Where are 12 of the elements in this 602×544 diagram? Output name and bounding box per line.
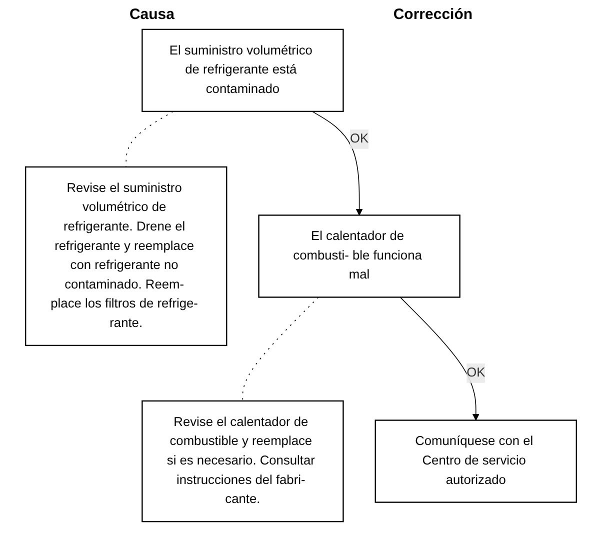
arrow [312, 111, 363, 216]
node-box: El calentador de combusti- ble funciona mal [258, 214, 460, 298]
column-heading: Causa [129, 6, 174, 23]
arrow [400, 296, 480, 421]
connector [242, 296, 319, 402]
column-heading: Corrección [393, 6, 473, 23]
edge-label: OK [466, 366, 486, 380]
node-box: El suministro volumétrico de refrigerante está contaminado [142, 28, 344, 112]
node-box: Revise el suministro volumétrico de refrigerante. Drene el refrigerante y reemplace con refrigerante no contaminado. Reem- place los filtros de refrige- rante. [24, 166, 228, 346]
node-box: Revise el calentador de combustible y reemplace si es necesario. Consultar instrucciones del fabri- cante. [142, 400, 344, 522]
node-box: Comuníquese con el Centro de servicio autorizado [374, 420, 578, 503]
edge-label: OK [350, 132, 369, 146]
